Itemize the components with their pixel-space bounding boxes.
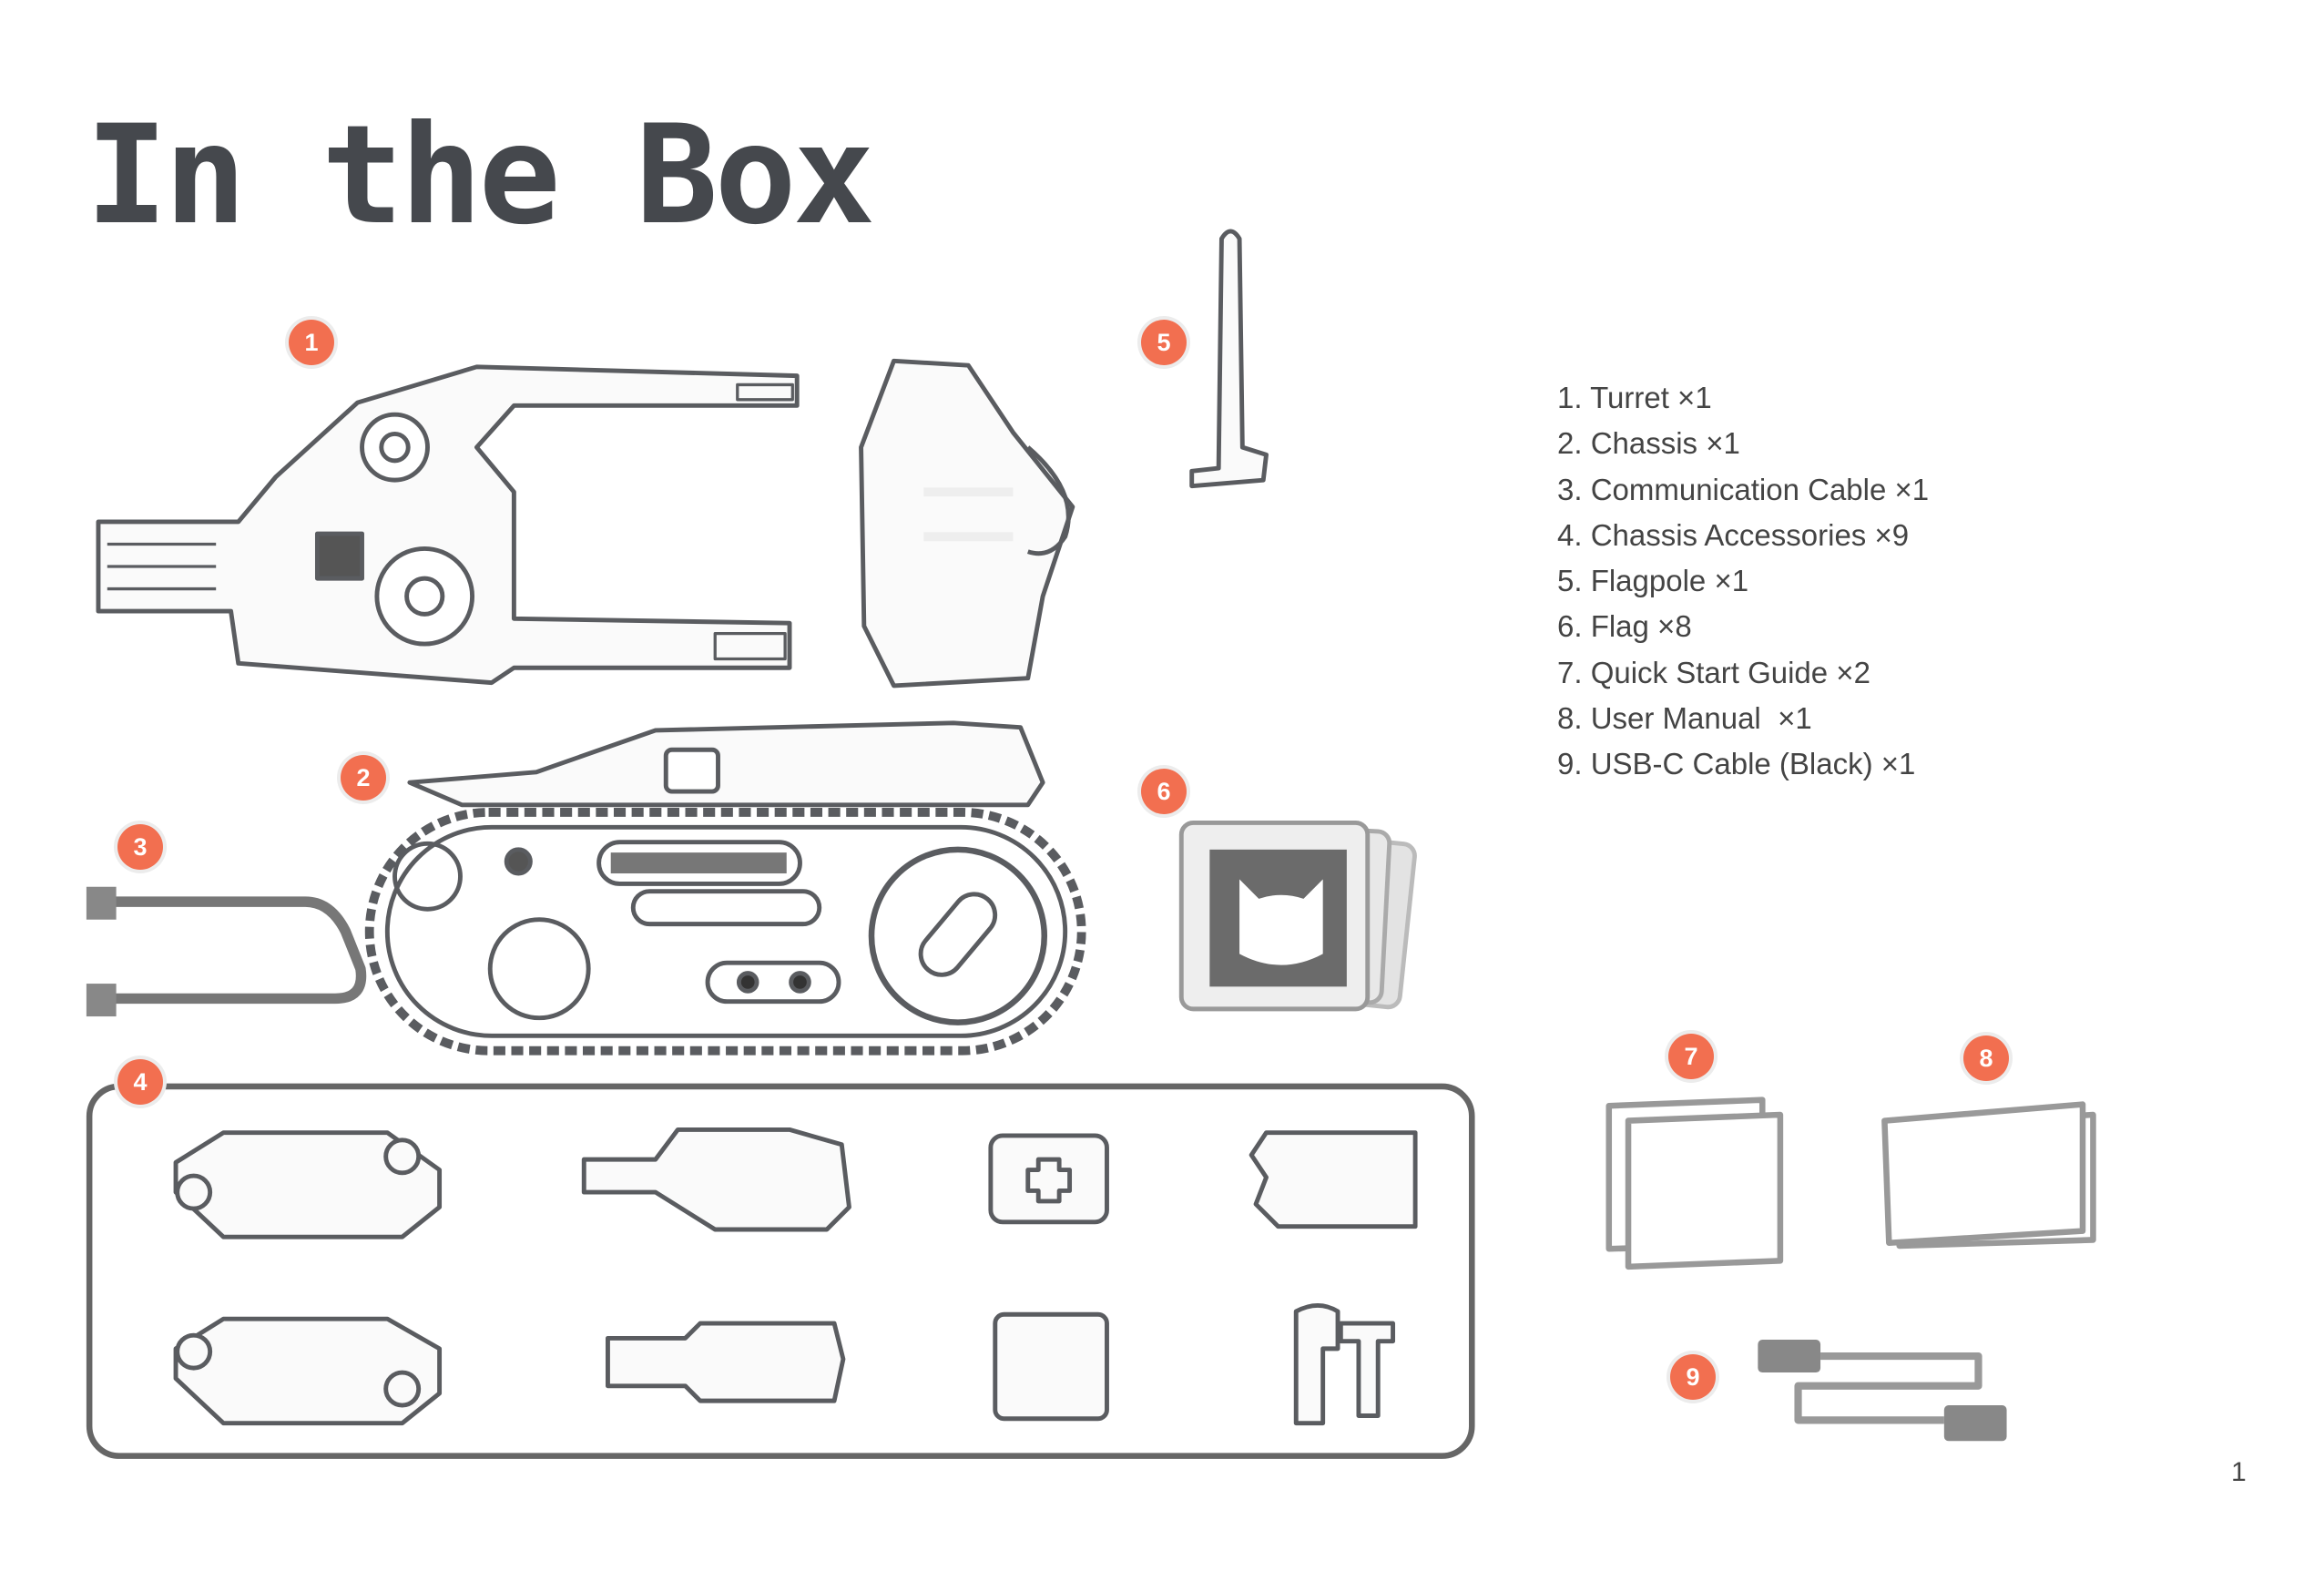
usb-c-cable-illustration xyxy=(1758,1340,2007,1442)
list-item: 2. Chassis ×1 xyxy=(1557,426,1740,461)
badge-communication-cable: 3 xyxy=(117,824,163,870)
accessories-box xyxy=(86,1083,1475,1459)
communication-cable-illustration xyxy=(111,896,367,1005)
badge-chassis: 2 xyxy=(341,755,386,801)
list-item: 1. Turret ×1 xyxy=(1557,381,1712,414)
badge-turret: 1 xyxy=(289,320,334,365)
quick-start-guide-illustration xyxy=(1605,1097,1784,1270)
list-item: 5. Flagpole ×1 xyxy=(1557,564,1749,598)
page-number: 1 xyxy=(2231,1457,2247,1487)
list-item: 4. Chassis Accessories ×9 xyxy=(1557,517,1910,552)
badge-user-manual: 8 xyxy=(1963,1035,2009,1081)
user-manual-illustration xyxy=(1881,1101,2096,1250)
list-item: 9. USB-C Cable (Black) ×1 xyxy=(1557,747,1916,781)
flagpole-illustration xyxy=(1189,229,1269,489)
badge-flag: 6 xyxy=(1141,769,1187,814)
badge-quick-start-guide: 7 xyxy=(1668,1034,1714,1079)
list-item: 8. User Manual ×1 xyxy=(1557,701,1812,736)
badge-usb-c-cable: 9 xyxy=(1670,1354,1716,1400)
contents-list: 1. Turret ×1 2. Chassis ×1 3. Communicat… xyxy=(1557,375,1929,788)
chassis-illustration xyxy=(364,720,1086,1056)
list-item: 7. Quick Start Guide ×2 xyxy=(1557,655,1870,689)
list-item: 3. Communication Cable ×1 xyxy=(1557,472,1930,506)
page-title: In the Box xyxy=(86,97,875,255)
badge-chassis-accessories: 4 xyxy=(117,1059,163,1105)
accessories-illustrations xyxy=(173,1127,1418,1426)
turret-illustration xyxy=(96,358,1075,689)
flag-illustration xyxy=(1178,820,1417,1012)
badge-flagpole: 5 xyxy=(1141,320,1187,365)
list-item: 6. Flag ×8 xyxy=(1557,609,1692,644)
